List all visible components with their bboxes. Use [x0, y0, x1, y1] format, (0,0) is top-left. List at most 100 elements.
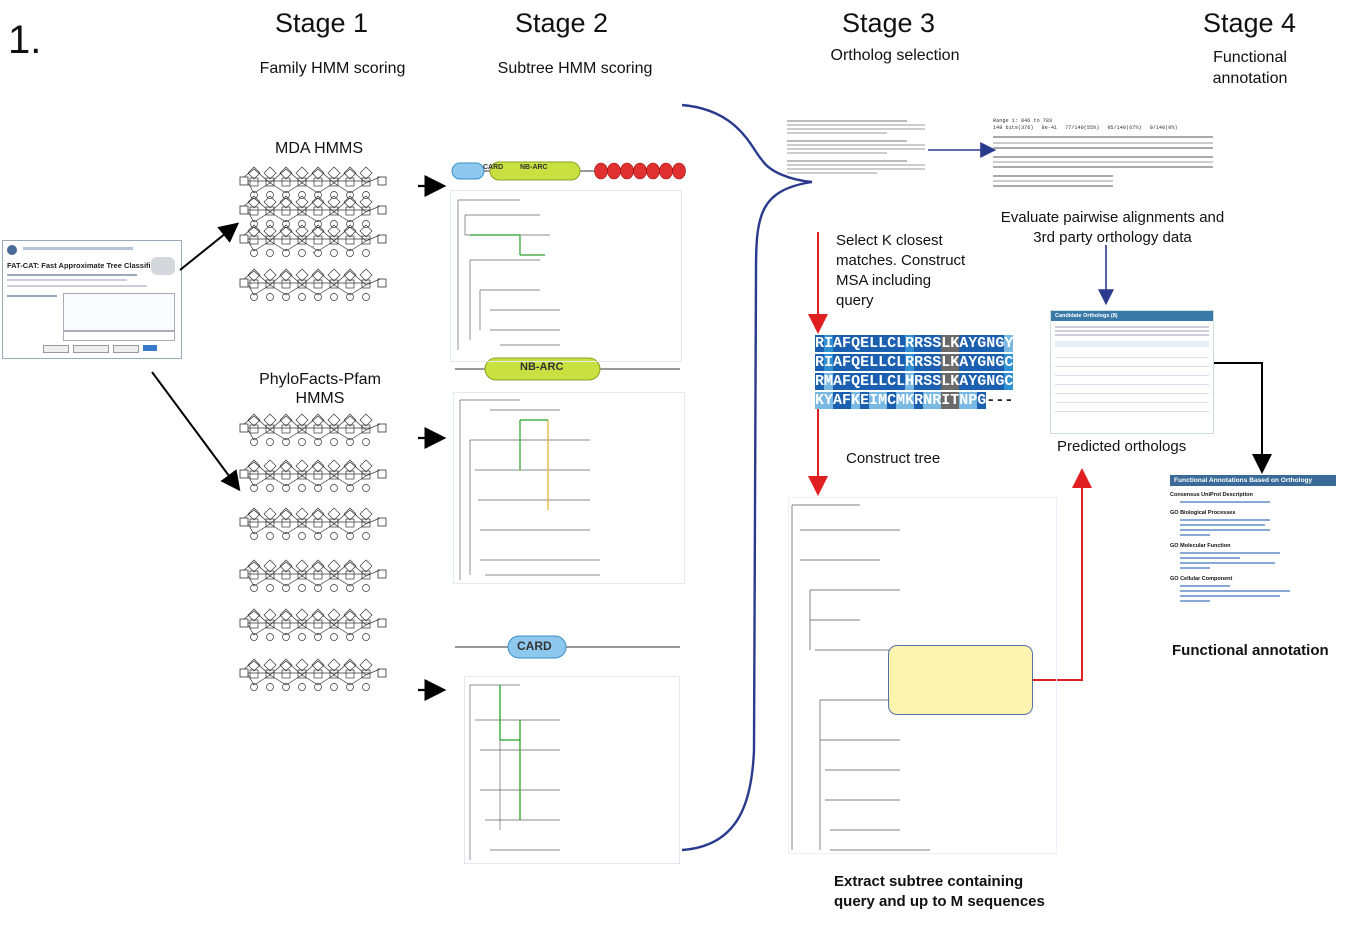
- fatcat-title: FAT-CAT: Fast Approximate Tree Classific…: [7, 261, 173, 270]
- msa-residue: S: [923, 373, 933, 390]
- msa-residue: M: [896, 392, 906, 409]
- option-button-2[interactable]: [73, 345, 109, 353]
- msa-residue: N: [986, 335, 996, 352]
- option-button-1[interactable]: [43, 345, 69, 353]
- subtree-highlight: [888, 645, 1033, 715]
- msa-residue: R: [932, 392, 942, 409]
- stage3-title: Stage 3: [842, 8, 936, 38]
- msa-residue: C: [1004, 373, 1014, 390]
- msa-residue: S: [923, 335, 933, 352]
- stage1-title: Stage 1: [275, 8, 369, 38]
- phylofacts-hmms-label: PhyloFacts-Pfam HMMS: [259, 371, 381, 407]
- msa-residue: K: [905, 392, 915, 409]
- msa-residue: I: [824, 354, 834, 371]
- msa-residue: N: [923, 392, 933, 409]
- construct-tree-text: Construct tree: [846, 450, 941, 467]
- msa-residue: L: [941, 335, 951, 352]
- go-cell-heading: GO Cellular Component: [1170, 576, 1233, 582]
- msa-residue: G: [977, 335, 987, 352]
- svg-text:.: .: [312, 239, 315, 250]
- msa-residue: Q: [851, 373, 861, 390]
- select-k-text: Select K closest matches. Construct MSA …: [836, 232, 966, 309]
- submit-button[interactable]: [143, 345, 157, 351]
- msa-residue: G: [995, 373, 1005, 390]
- alignment-identities: 77/140(55%): [1065, 125, 1100, 131]
- msa-residue: R: [815, 354, 825, 371]
- functional-annotation-label: Functional annotation: [1172, 642, 1329, 659]
- msa-residue: T: [950, 392, 960, 409]
- predicted-orthologs-label: Predicted orthologs: [1057, 438, 1187, 455]
- msa-residue: N: [986, 354, 996, 371]
- msa-residue: C: [887, 392, 897, 409]
- msa-residue: R: [914, 373, 924, 390]
- sequence-textarea[interactable]: [63, 293, 175, 331]
- msa-residue: S: [932, 373, 942, 390]
- card-domain-label: CARD: [483, 164, 504, 171]
- card-domain-label-2: CARD: [517, 639, 552, 653]
- msa-residue: Y: [968, 373, 978, 390]
- msa-residue: L: [869, 354, 879, 371]
- msa-residue: Y: [968, 335, 978, 352]
- msa-residue: L: [878, 373, 888, 390]
- svg-text:.: .: [312, 245, 315, 256]
- msa-residue: R: [914, 392, 924, 409]
- msa-residue: C: [1004, 354, 1014, 371]
- msa-residue: -: [995, 392, 1005, 409]
- msa-residue: K: [950, 335, 960, 352]
- msa-residue: G: [995, 335, 1005, 352]
- msa-residue: M: [878, 392, 888, 409]
- stage3-subtitle: Ortholog selection: [830, 47, 960, 64]
- option-button-3[interactable]: [113, 345, 139, 353]
- msa-residue: F: [842, 392, 852, 409]
- candidate-orthologs-title: Candidate Orthologs (8): [1051, 311, 1213, 321]
- msa-residue: -: [986, 392, 996, 409]
- msa-residue: H: [905, 373, 915, 390]
- msa-row: RMAFQELLCLHRSSLKAYGNGC: [815, 372, 1014, 391]
- msa-residue: K: [851, 392, 861, 409]
- msa-residue: A: [959, 373, 969, 390]
- msa-residue: F: [842, 373, 852, 390]
- subtree-panel-2: [453, 392, 685, 584]
- options-box[interactable]: [63, 331, 175, 341]
- alignment-score: 149 bits(376): [993, 125, 1034, 131]
- msa-residue: S: [923, 354, 933, 371]
- msa-residue: G: [977, 392, 987, 409]
- msa-residue: L: [878, 354, 888, 371]
- stage1-subtitle: Family HMM scoring: [259, 60, 406, 77]
- msa-residue: L: [878, 335, 888, 352]
- msa-residue: A: [833, 373, 843, 390]
- evaluate-alignments-text: Evaluate pairwise alignments and 3rd par…: [1000, 209, 1225, 246]
- msa-residue: P: [968, 392, 978, 409]
- globe-icon: [7, 245, 17, 255]
- msa-residue: F: [842, 354, 852, 371]
- msa-residue: A: [959, 354, 969, 371]
- msa-residue: E: [860, 373, 870, 390]
- phylogenetic-tree-panel: [788, 497, 1057, 854]
- msa-row: RIAFQELLCLRRSSLKAYGNGY: [815, 334, 1014, 353]
- msa-residue: N: [959, 392, 969, 409]
- msa-residue: C: [887, 373, 897, 390]
- msa-residue: A: [833, 392, 843, 409]
- mda-hmms-label: MDA HMMS: [275, 140, 363, 157]
- functional-annotations-panel: Functional Annotations Based on Ortholog…: [1170, 475, 1336, 635]
- msa-residue: S: [932, 354, 942, 371]
- msa-residue: L: [869, 335, 879, 352]
- msa-residue: R: [914, 354, 924, 371]
- msa-residue: E: [860, 335, 870, 352]
- subtree-panel-1: [450, 190, 682, 362]
- stage4-subtitle: Functional annotation: [1212, 49, 1288, 87]
- msa-residue: L: [896, 335, 906, 352]
- stage2-subtitle: Subtree HMM scoring: [497, 60, 653, 77]
- go-mol-heading: GO Molecular Function: [1170, 543, 1231, 549]
- msa-residue: A: [959, 335, 969, 352]
- msa-residue: L: [896, 373, 906, 390]
- msa-residue: K: [815, 392, 825, 409]
- msa-residue: F: [842, 335, 852, 352]
- nbarc-domain-label-2: NB-ARC: [520, 361, 564, 373]
- msa-residue: I: [869, 392, 879, 409]
- pairwise-alignment: Range 1: 846 to 783 149 bits(376) 8e-41 …: [993, 118, 1228, 208]
- msa-residue: Q: [851, 354, 861, 371]
- msa-residue: R: [815, 335, 825, 352]
